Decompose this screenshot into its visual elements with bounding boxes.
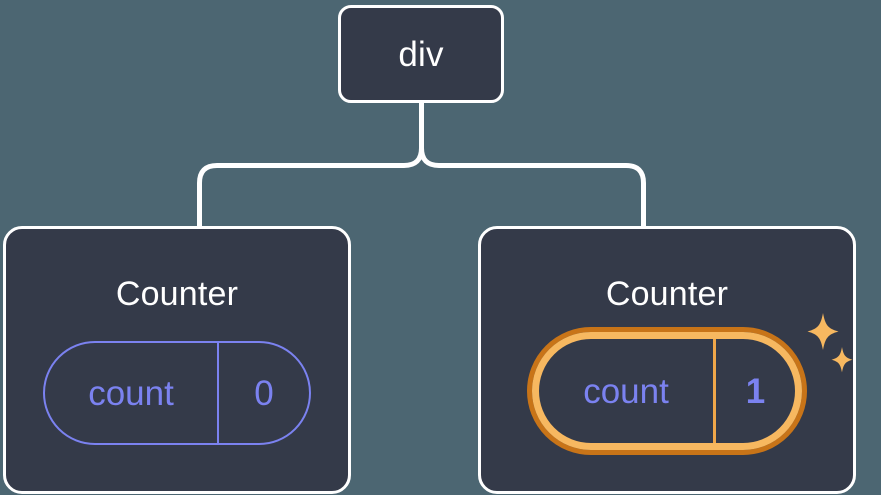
node-counter-right[interactable]: Counter count 1 xyxy=(478,226,856,494)
node-counter-left-title: Counter xyxy=(115,275,239,313)
state-pill-right-key-cell: count xyxy=(539,339,713,443)
state-pill-left-wrapper: count 0 xyxy=(43,341,311,445)
sparkle-group xyxy=(807,313,853,373)
state-pill-right-inner: count 1 xyxy=(532,332,802,450)
node-counter-right-title: Counter xyxy=(605,275,729,313)
state-pill-left-key-cell: count xyxy=(45,343,217,443)
state-pill-right[interactable]: count 1 xyxy=(527,327,807,455)
node-div[interactable]: div xyxy=(338,5,504,103)
state-pill-left-key: count xyxy=(88,373,174,413)
sparkle-large-icon xyxy=(807,313,839,350)
state-pill-right-value-cell: 1 xyxy=(713,339,795,443)
node-counter-left[interactable]: Counter count 0 xyxy=(3,226,351,494)
state-pill-right-wrapper: count 1 xyxy=(527,313,853,455)
state-pill-left-value-cell: 0 xyxy=(217,343,309,443)
node-div-label: div xyxy=(398,34,444,74)
state-pill-left[interactable]: count 0 xyxy=(43,341,311,445)
connector-split-left xyxy=(197,147,424,226)
state-pill-right-value: 1 xyxy=(745,371,766,411)
sparkle-small-icon xyxy=(831,347,853,373)
state-pill-left-value: 0 xyxy=(254,373,274,413)
state-pill-right-key: count xyxy=(583,371,669,411)
connector-split-right xyxy=(419,147,646,226)
